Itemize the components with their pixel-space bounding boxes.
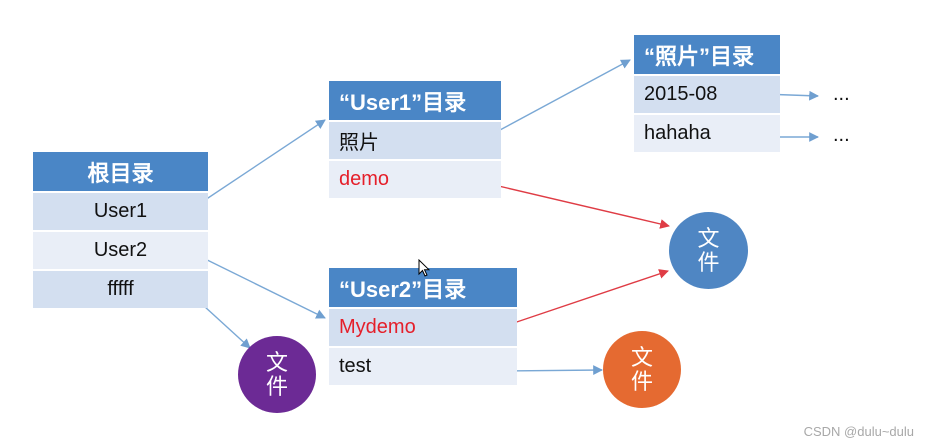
user1-directory-item-photo: 照片 — [329, 120, 501, 159]
file-node-orange: 文件 — [603, 331, 681, 408]
root-directory-item-user2: User2 — [33, 230, 208, 269]
user1-directory-table: “User1”目录 照片 demo — [329, 81, 501, 198]
connector-demo-to-file — [489, 183, 670, 229]
watermark: CSDN @dulu~dulu — [803, 424, 914, 439]
connector-user1-to-user1-directory — [192, 119, 326, 209]
root-directory-table: 根目录 User1 User2 fffff — [33, 152, 208, 308]
photo-directory-table: “照片”目录 2015-08 hahaha — [634, 35, 780, 152]
connector-user2-to-user2-directory — [192, 252, 326, 319]
user1-directory-title: “User1”目录 — [329, 81, 501, 120]
connector-mydemo-to-file — [492, 269, 669, 331]
photo-directory-title: “照片”目录 — [634, 35, 780, 74]
file-node-blue: 文件 — [669, 212, 748, 289]
photo-directory-ellipsis-1: ... — [833, 83, 850, 105]
user2-directory-item-test: test — [329, 346, 517, 385]
user2-directory-table: “User2”目录 Mydemo test — [329, 268, 517, 385]
photo-directory-item-2015-08: 2015-08 — [634, 74, 780, 113]
photo-directory-ellipsis-2: ... — [833, 124, 850, 146]
root-directory-title: 根目录 — [33, 152, 208, 191]
photo-directory-item-hahaha: hahaha — [634, 113, 780, 152]
connector-photo-to-photo-directory — [486, 59, 631, 138]
user1-directory-item-demo: demo — [329, 159, 501, 198]
user2-directory-title: “User2”目录 — [329, 268, 517, 307]
root-directory-item-fffff: fffff — [33, 269, 208, 308]
user2-directory-item-mydemo: Mydemo — [329, 307, 517, 346]
file-node-purple: 文件 — [238, 336, 316, 413]
cursor-icon — [418, 259, 430, 277]
root-directory-item-user1: User1 — [33, 191, 208, 230]
